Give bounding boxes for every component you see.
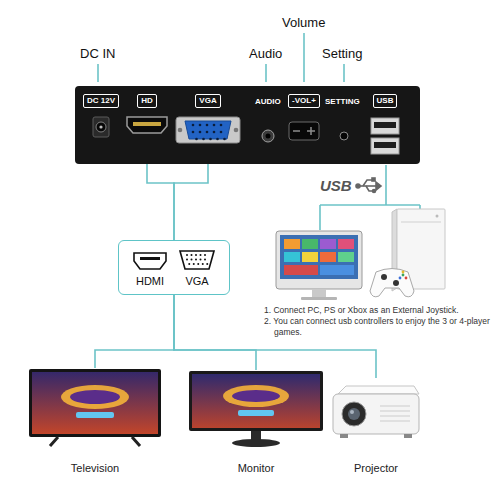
port-label-text: -VOL+ xyxy=(288,94,320,108)
display-device: Monitor xyxy=(188,370,324,475)
device-picture xyxy=(28,368,162,448)
port-label: HD xyxy=(125,94,169,164)
callout-label: Setting xyxy=(322,46,362,61)
connector-name: HDMI xyxy=(136,275,164,288)
pc-illustration xyxy=(276,231,362,300)
port-label-text: HD xyxy=(137,94,157,108)
usb-symbol xyxy=(356,178,381,193)
port-vga xyxy=(175,116,241,144)
panel-text: SETTING xyxy=(325,96,360,108)
port-dc xyxy=(92,116,110,138)
connector-line xyxy=(95,295,174,368)
port-label-text: DC 12V xyxy=(83,94,119,108)
display-device: Projector xyxy=(330,378,422,475)
callout-label: Audio xyxy=(249,46,282,61)
port-icon xyxy=(133,252,167,270)
port-icon xyxy=(179,250,215,270)
device-panel: AUDIO SETTING DC 12V HD VGA -VOL+ USB xyxy=(75,86,420,164)
connector-line xyxy=(174,164,208,240)
port-hdmi xyxy=(126,116,168,134)
output-box: HDMI VGA xyxy=(118,240,230,295)
panel-text: AUDIO xyxy=(255,96,281,108)
connector-line xyxy=(147,164,174,240)
port-label: VGA xyxy=(173,94,243,164)
device-picture xyxy=(330,378,422,448)
connector-line xyxy=(174,295,256,370)
port-label: DC 12V xyxy=(81,94,121,164)
notes-block: 1. Connect PC, PS or Xbox as an External… xyxy=(264,305,494,338)
port-usb xyxy=(370,116,400,156)
port-rocker xyxy=(288,116,320,146)
note-text: 2. You can connect usb controllers to en… xyxy=(264,316,494,338)
device-picture xyxy=(330,378,422,448)
port-label-text: VGA xyxy=(195,94,220,108)
device-picture xyxy=(28,368,162,448)
connector-name: VGA xyxy=(185,275,208,288)
xbox-illustration xyxy=(370,209,445,297)
usb-label: USB xyxy=(320,177,352,194)
connector-type: VGA xyxy=(179,250,215,288)
callout-label: Volume xyxy=(282,15,325,30)
device-name: Monitor xyxy=(238,462,275,475)
port-usb xyxy=(370,116,400,156)
port-label: USB xyxy=(365,94,405,164)
display-device: Television xyxy=(28,368,162,475)
note-text: 1. Connect PC, PS or Xbox as an External… xyxy=(264,305,494,316)
device-picture xyxy=(188,370,324,448)
device-picture xyxy=(188,370,324,448)
port-icon xyxy=(179,250,215,270)
port-dc xyxy=(92,116,110,138)
port-label: -VOL+ xyxy=(286,94,322,164)
callout-label: DC IN xyxy=(80,46,115,61)
port-rocker xyxy=(288,116,320,146)
port-icon xyxy=(133,252,167,270)
device-name: Projector xyxy=(354,462,398,475)
port-label-text: USB xyxy=(373,94,398,108)
port-vga xyxy=(175,116,241,144)
port-hdmi xyxy=(126,116,168,134)
device-name: Television xyxy=(71,462,119,475)
connector-type: HDMI xyxy=(133,252,167,288)
